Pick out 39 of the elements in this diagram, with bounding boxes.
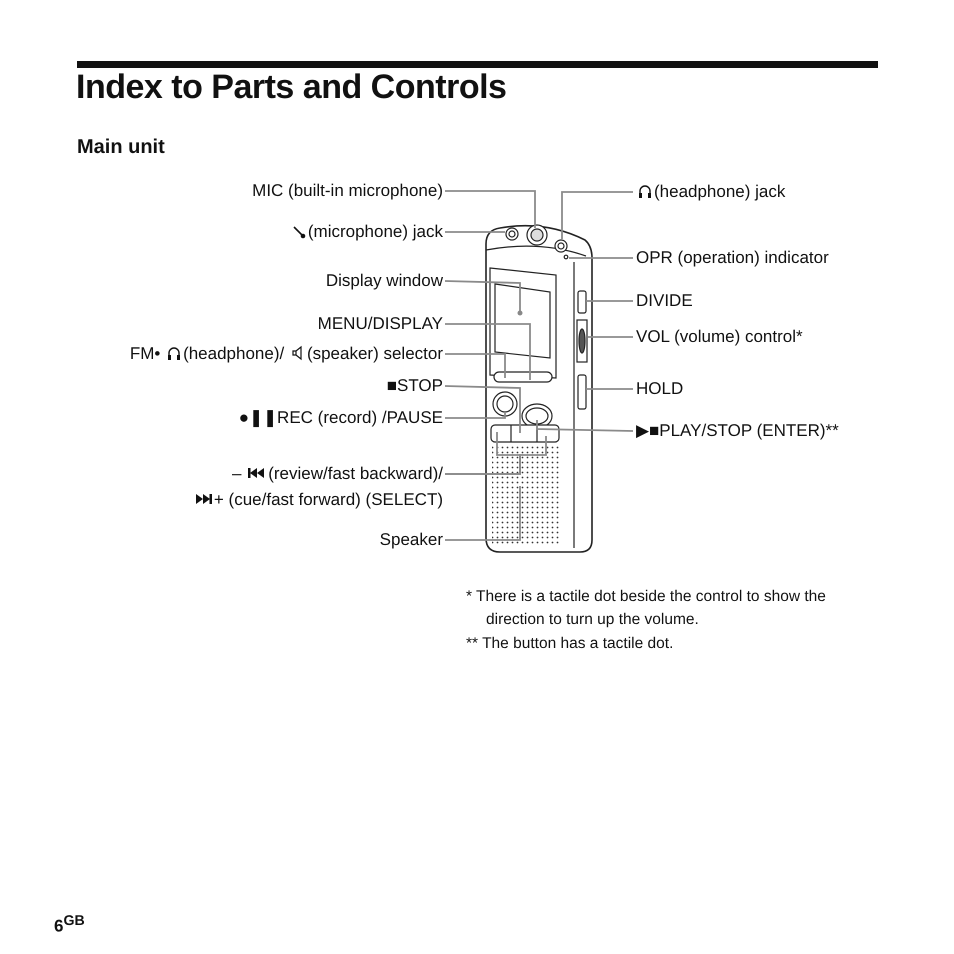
part-label: Display window [326,270,443,292]
leader-line [445,323,531,380]
leader-line [586,388,633,390]
part-label: MENU/DISPLAY [318,313,443,335]
leader-line [445,190,536,228]
part-label: ●❚❚REC (record) /PAUSE [238,407,443,429]
part-label: ▶■PLAY/STOP (ENTER)** [636,420,839,442]
leader-line [536,420,634,432]
part-label: + (cue/fast forward) (SELECT) [214,490,443,509]
leader-line [444,385,521,433]
part-label: HOLD [636,378,684,400]
part-label: (headphone) jack [654,182,786,201]
leader-line [561,191,633,239]
leader-line [569,257,633,259]
footnote: ** The button has a tactile dot. [466,634,674,654]
part-label: (speaker) selector [306,344,443,363]
part-label: ■STOP [386,375,443,397]
page-number: 6$^{GB}$ [54,912,85,938]
leader-line [445,412,506,419]
part-label: MIC (built-in microphone) [252,180,443,202]
leader-line [444,280,522,316]
leader-line [588,336,633,338]
footnote: * There is a tactile dot beside the control to show the direction to turn up the volume. [466,587,827,630]
part-label: OPR (operation) indicator [636,247,829,269]
leader-line [586,300,633,302]
part-label: VOL (volume) control* [636,326,803,348]
leader-line [445,486,521,541]
part-label: (review/fast backward)/ [268,464,443,483]
part-label: (microphone) jack [308,222,443,241]
page-title: Index to Parts and Controls [76,68,506,107]
leader-line [445,436,547,475]
part-label: – [232,464,242,483]
part-label: Speaker [380,529,443,551]
part-label: (headphone)/ [183,344,284,363]
leader-line [445,353,506,378]
section-heading: Main unit [77,136,165,159]
part-label: FM• [130,344,160,363]
part-label: DIVIDE [636,290,693,312]
leader-line [445,231,505,233]
